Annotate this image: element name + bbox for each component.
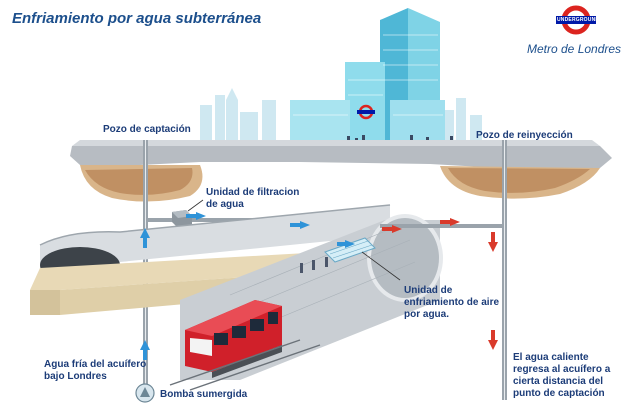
flow-arrow-icon (488, 330, 498, 350)
pump-icon (135, 383, 155, 403)
label-agua-caliente-line-3: cierta distancia del (513, 376, 604, 387)
label-agua-caliente-line-2: regresa al acuífero a (513, 364, 611, 375)
flow-arrow-icon (488, 232, 498, 252)
cooling-leader (361, 251, 401, 281)
return-pipe (380, 140, 507, 400)
label-agua-fria: Agua fría del acuífero bajo Londres (44, 359, 146, 383)
filtration-leader (187, 199, 204, 212)
station-roundel-icon (357, 104, 375, 120)
platform-people (300, 257, 328, 273)
flow-arrow-icon (290, 221, 310, 229)
city-skyline (200, 88, 482, 145)
flow-arrow-icon (186, 212, 206, 220)
label-filtracion-line-2: de agua (206, 199, 244, 210)
flow-arrow-icon (140, 228, 150, 248)
label-enfriamiento-line-3: por agua. (404, 309, 450, 320)
label-agua-fria-line-2: bajo Londres (44, 371, 107, 382)
label-enfriamiento-line-2: enfriamiento de aire (404, 297, 500, 308)
label-filtracion-line-1: Unidad de filtracion (206, 187, 300, 198)
roundel-text: UNDERGROUND (557, 17, 600, 23)
cold-flow-arrows (140, 212, 355, 360)
underground-roundel-icon (556, 5, 596, 35)
office-building (290, 8, 445, 142)
label-pozo-captacion: Pozo de captación (103, 124, 191, 135)
brand-name: Metro de Londres (527, 42, 622, 56)
flow-arrow-icon (382, 225, 402, 233)
label-agua-caliente-line-4: punto de captación (513, 388, 605, 399)
page-title: Enfriamiento por agua subterránea (12, 10, 262, 27)
rails (169, 339, 321, 391)
label-filtracion: Unidad de filtracion de agua (206, 187, 299, 211)
label-agua-caliente-line-1: El agua caliente (513, 352, 589, 363)
label-bomba: Bomba sumergida (160, 389, 248, 400)
label-agua-caliente: El agua caliente regresa al acuífero a c… (513, 352, 610, 400)
label-enfriamiento: Unidad de enfriamiento de aire por agua. (404, 285, 499, 321)
label-agua-fria-line-1: Agua fría del acuífero (44, 359, 147, 370)
flow-arrow-icon (337, 240, 355, 248)
flow-arrow-icon (140, 340, 150, 360)
hot-flow-arrows (382, 218, 498, 350)
soil-left (80, 165, 203, 202)
flow-arrow-icon (440, 218, 460, 226)
label-pozo-reinyeccion: Pozo de reinyección (476, 130, 573, 141)
soil-right (440, 166, 600, 199)
label-enfriamiento-line-1: Unidad de (404, 285, 453, 296)
ground-surface (70, 140, 612, 170)
